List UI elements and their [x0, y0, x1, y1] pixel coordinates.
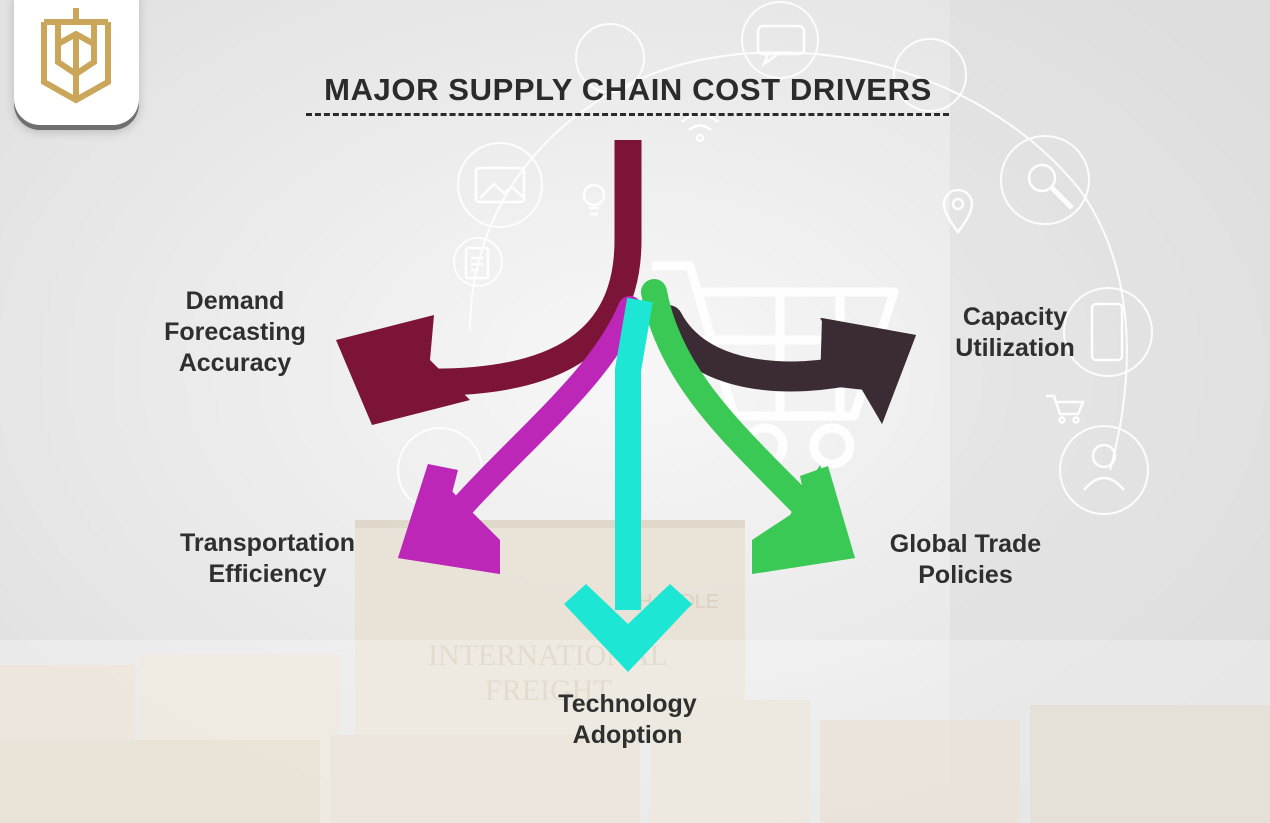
label-line: Capacity	[962, 303, 1068, 331]
label-line: Efficiency	[208, 560, 327, 588]
title-underline	[306, 113, 949, 116]
label-transportation-efficiency: Transportation Efficiency	[150, 528, 385, 590]
label-line: Transportation	[179, 529, 355, 557]
label-line: Adoption	[572, 721, 683, 749]
label-line: Demand	[185, 287, 285, 315]
logo-card	[14, 0, 139, 125]
logo-emblem-icon	[41, 8, 111, 104]
label-line: Utilization	[955, 334, 1075, 362]
shopping-cart-icon	[652, 261, 899, 469]
page-title: MAJOR SUPPLY CHAIN COST DRIVERS	[324, 72, 932, 107]
label-line: Technology	[558, 690, 697, 718]
label-line: Forecasting	[164, 318, 306, 346]
label-line: Global Trade	[889, 530, 1042, 558]
lightbulb-icon	[582, 183, 606, 216]
arrow-demand-forecasting	[336, 140, 642, 425]
document-icon	[464, 246, 490, 280]
image-icon	[474, 166, 526, 204]
location-pin-icon	[942, 188, 974, 235]
box-print-freight: FREIGHT	[485, 674, 612, 707]
cart-small-icon	[1046, 394, 1085, 424]
label-line: Accuracy	[178, 349, 292, 377]
user-icon	[1083, 443, 1125, 491]
chat-bubble-icon	[756, 24, 806, 68]
label-demand-forecasting-accuracy: Demand Forecasting Accuracy	[130, 286, 340, 379]
label-capacity-utilization: Capacity Utilization	[915, 302, 1115, 364]
magnifier-icon	[1027, 163, 1074, 210]
arrow-technology-adoption	[564, 297, 692, 672]
label-line: Policies	[918, 561, 1013, 589]
label-technology-adoption: Technology Adoption	[525, 689, 730, 751]
label-global-trade-policies: Global Trade Policies	[858, 529, 1073, 591]
arrow-global-trade-policies	[641, 279, 855, 574]
mobile-icon	[1090, 302, 1124, 362]
arrow-transportation-efficiency	[398, 296, 642, 574]
cardboard-boxes: INTERNATIONAL FREIGHT HANDLE	[0, 520, 1270, 823]
